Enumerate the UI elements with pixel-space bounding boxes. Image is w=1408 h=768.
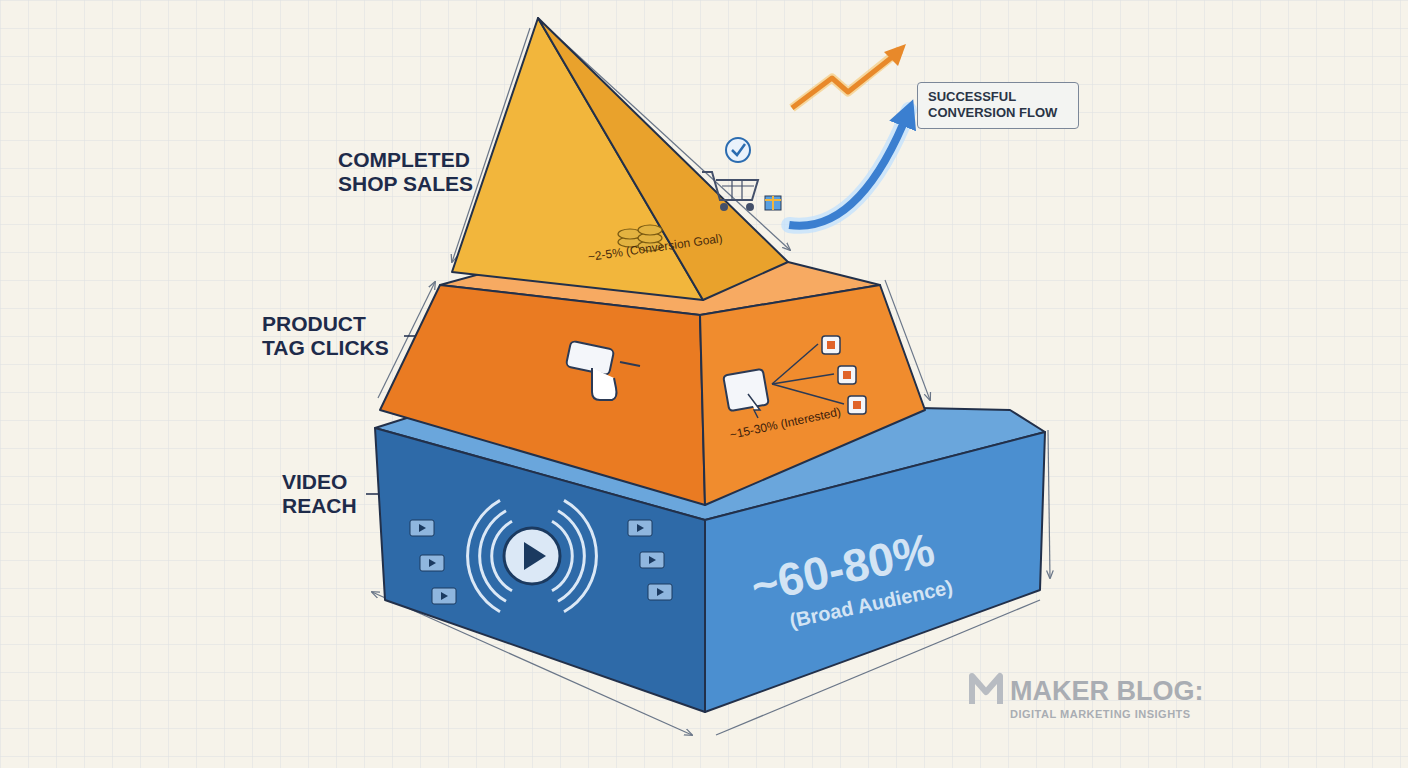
video-thumbnail — [420, 555, 444, 571]
product-glyph — [853, 401, 861, 409]
signal-wave — [564, 500, 596, 611]
product-icon — [838, 366, 856, 384]
gift-icon — [765, 196, 781, 210]
gift-ribbon — [765, 196, 781, 210]
growth-arrow — [792, 54, 896, 108]
tier-face — [700, 285, 925, 505]
play-icon — [504, 528, 560, 584]
tier-label: COMPLETED SHOP SALES — [338, 148, 488, 196]
thumb-play — [441, 592, 448, 600]
cart-icon — [702, 172, 758, 210]
cart-wheel — [721, 204, 727, 210]
callout-box: SUCCESSFUL CONVERSION FLOW — [917, 82, 1079, 129]
product-glyph — [843, 371, 851, 379]
growth-arrow — [884, 44, 906, 66]
cursor-icon — [748, 394, 760, 418]
cart-wheel — [747, 204, 753, 210]
fan-arrow — [772, 374, 834, 384]
tier-label: VIDEO REACH — [282, 470, 362, 518]
cart-body — [702, 172, 758, 200]
thumb-play — [419, 524, 426, 532]
signal-wave — [558, 511, 584, 601]
hand-icon — [592, 368, 617, 400]
watermark-logo — [972, 676, 1000, 704]
growth-arrow — [792, 50, 900, 108]
video-thumbnail — [628, 520, 652, 536]
watermark-logo — [972, 676, 1000, 704]
fan-arrow — [772, 384, 844, 404]
tag-icon — [723, 369, 769, 411]
video-thumbnail — [432, 588, 456, 604]
dimension-lines — [1048, 430, 1050, 578]
video-thumbnail — [640, 552, 664, 568]
dimension-lines — [372, 28, 1050, 735]
tag-arrow — [620, 362, 640, 366]
thumb-play — [649, 556, 656, 564]
product-icon — [848, 396, 866, 414]
coin — [638, 225, 662, 235]
thumb-play — [657, 588, 664, 596]
video-thumbnail — [648, 584, 672, 600]
watermark-title: MAKER BLOG: — [1010, 676, 1270, 707]
callout-text: SUCCESSFUL CONVERSION FLOW — [928, 89, 1068, 122]
product-glyph — [827, 341, 835, 349]
arrow-glow — [789, 110, 909, 226]
signal-wave — [492, 521, 512, 591]
tier-label: PRODUCT TAG CLICKS — [262, 312, 400, 360]
pyramid-top-tier: ~2-5% (Conversion Goal) — [440, 12, 800, 312]
signal-wave — [552, 521, 572, 591]
arrow-shaft — [789, 110, 909, 226]
cart-grid — [722, 180, 754, 200]
play-triangle — [524, 542, 546, 570]
growth-arrow — [792, 44, 906, 108]
watermark-subtitle: DIGITAL MARKETING INSIGHTS — [1010, 708, 1270, 721]
tier-face — [380, 285, 705, 505]
thumb-play — [637, 524, 644, 532]
video-thumbnail — [410, 520, 434, 536]
tier-outline — [440, 12, 800, 312]
tag-icon — [566, 341, 614, 376]
tier-face — [538, 18, 788, 300]
tier-icons — [566, 336, 866, 418]
signal-wave — [468, 500, 500, 611]
product-icon — [822, 336, 840, 354]
thumb-play — [429, 559, 436, 567]
tier-icons — [410, 500, 672, 611]
flow-arrow — [789, 110, 909, 226]
check-icon — [726, 138, 750, 162]
signal-wave — [480, 511, 506, 601]
check-mark — [732, 144, 745, 155]
